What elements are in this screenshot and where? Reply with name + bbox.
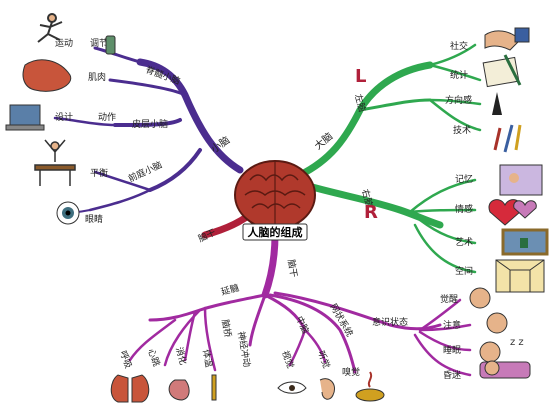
attention-label: 注意	[443, 319, 461, 331]
lungs-icon	[110, 374, 150, 403]
paper-icon	[482, 54, 522, 88]
vision-eye-icon	[277, 381, 307, 394]
coarse-cerebellum-label: 皮层小脑	[132, 118, 168, 130]
nerve-label: 脑干	[285, 258, 300, 278]
statistics-label: 统计	[450, 69, 468, 81]
balance-label: 平衡	[90, 167, 108, 179]
right-marker: R	[364, 202, 378, 223]
smell-bowl-icon	[355, 371, 385, 402]
compass-icon	[492, 92, 502, 115]
stomach-icon	[168, 379, 190, 401]
heartbeat-label: 心跳	[145, 347, 162, 368]
phone-icon	[105, 35, 116, 55]
center-title: 人脑的组成	[248, 225, 303, 239]
ancient-cerebellum-label: 前庭小脑	[126, 159, 164, 185]
thermometer-icon	[211, 374, 217, 401]
direction-label: 方向感	[445, 94, 472, 106]
brain-illustration: 人脑的组成	[234, 160, 316, 241]
movement-label: 运动	[55, 38, 73, 49]
memory-label: 记忆	[455, 173, 473, 185]
tools-icon	[493, 124, 522, 153]
action-label: 动作	[98, 111, 116, 123]
space-label: 空间	[455, 265, 473, 277]
eye-icon	[56, 201, 80, 225]
left-marker: L	[355, 66, 366, 87]
laptop-icon	[5, 104, 45, 131]
social-label: 社交	[450, 40, 468, 52]
technology-label: 技术	[453, 124, 471, 136]
room-icon	[495, 259, 545, 293]
muscle-label: 肌肉	[88, 71, 106, 83]
smell-label: 嗅觉	[342, 366, 360, 378]
cerebellum-label: 小脑	[208, 133, 232, 155]
breath-label: 呼吸	[117, 349, 133, 370]
cerebrum-branch	[296, 43, 482, 274]
emotion-label: 情感	[455, 203, 473, 215]
adjust-label: 调节	[90, 38, 108, 49]
consciousness-label: 意识状态	[372, 316, 408, 328]
memory-picture-icon	[499, 164, 543, 196]
eye-label: 眼睛	[85, 214, 103, 225]
medulla-label: 延髓	[220, 282, 241, 298]
handshake-icon	[484, 27, 530, 51]
coma-label: 昏迷	[443, 369, 461, 381]
hearing-label: 听觉	[315, 349, 331, 370]
sleep-label: 睡眠	[443, 344, 461, 356]
gymnast-icon	[34, 139, 76, 186]
pons-label: 脑桥	[219, 318, 234, 338]
faces-icon: z z	[469, 287, 531, 379]
svg-text:z z: z z	[510, 337, 524, 348]
hearts-icon	[488, 199, 537, 226]
design-label: 设计	[55, 111, 73, 123]
awake-label: 觉醒	[440, 294, 458, 305]
ear-icon	[319, 378, 335, 400]
muscle-arm-icon	[22, 59, 72, 92]
art-label: 艺术	[455, 236, 473, 248]
art-frame-icon	[501, 228, 549, 256]
runner-icon	[37, 13, 63, 43]
cerebellum-branch	[53, 46, 244, 214]
nerve-branch	[128, 231, 472, 377]
temperature-label: 体温	[200, 348, 215, 368]
